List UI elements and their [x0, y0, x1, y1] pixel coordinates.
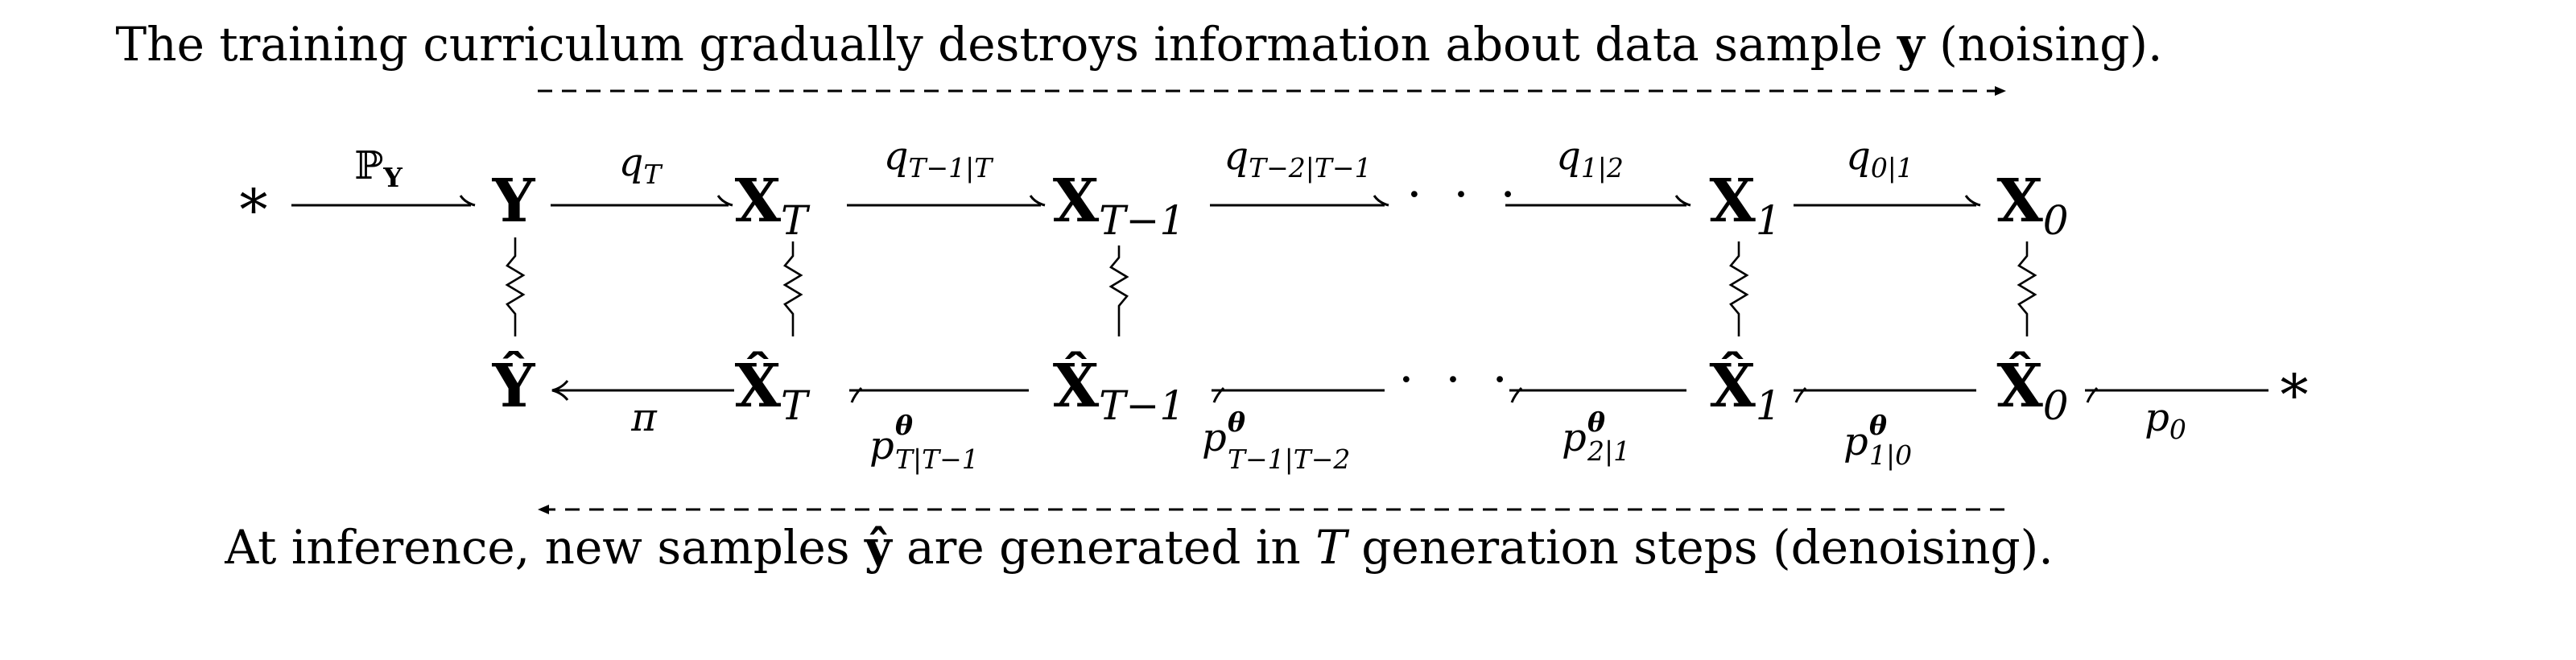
edge-label-q-T: qT	[619, 140, 664, 190]
svg-text:T|T−1: T|T−1	[895, 443, 979, 475]
start-star: *	[240, 177, 268, 243]
edge-label-p-2-1: p θ 2|1	[1562, 406, 1630, 467]
node-x-1: X1	[1709, 167, 1781, 244]
edge-label-p-T-T-1: p θ T|T−1	[869, 410, 979, 475]
edge-label-pi: π	[630, 395, 658, 440]
node-x-hat-0: X̂0	[1996, 351, 2068, 429]
svg-text:T−1|T−2: T−1|T−2	[1228, 443, 1350, 475]
svg-text:p: p	[1562, 415, 1587, 460]
edge-label-q-T-1-T: qT−1|T	[884, 134, 995, 184]
node-x-hat-T: X̂T	[735, 351, 811, 429]
svg-text:θ: θ	[1228, 406, 1245, 438]
vertical-squiggles	[505, 237, 2037, 336]
bottom-ellipsis: · · ·	[1398, 352, 1515, 408]
edge-label-P-Y: ℙY	[354, 143, 402, 193]
top-arrows	[291, 195, 1981, 207]
edge-label-p-0: p0	[2145, 395, 2186, 445]
edge-label-p-T-1-T-2: p θ T−1|T−2	[1202, 406, 1350, 475]
top-caption: The training curriculum gradually destro…	[116, 17, 2163, 72]
edge-label-q-1-2: q1|2	[1556, 134, 1624, 184]
edge-label-p-1-0: p θ 1|0	[1843, 410, 1912, 471]
node-x-hat-1: X̂1	[1709, 351, 1781, 429]
node-y-hat: Ŷ	[492, 350, 536, 421]
svg-text:θ: θ	[895, 410, 913, 441]
edge-label-q-0-1: q0|1	[1846, 134, 1913, 184]
svg-text:p: p	[1202, 415, 1227, 460]
svg-text:p: p	[869, 423, 894, 468]
edge-label-q-T-2-T-1: qT−2|T−1	[1224, 134, 1371, 184]
top-ellipsis: · · ·	[1406, 167, 1523, 223]
node-x-T: XT	[735, 167, 811, 244]
node-x-hat-T-minus-1: X̂T−1	[1053, 351, 1185, 429]
svg-text:2|1: 2|1	[1587, 435, 1630, 467]
svg-text:θ: θ	[1587, 406, 1605, 438]
end-star: *	[2281, 362, 2309, 428]
svg-text:1|0: 1|0	[1869, 439, 1912, 471]
bottom-caption: At inference, new samples ŷ are generate…	[224, 520, 2054, 575]
bottom-arrows	[551, 380, 2268, 403]
node-y: Y	[492, 167, 536, 236]
svg-text:θ: θ	[1869, 410, 1887, 441]
node-x-0: X0	[1996, 167, 2068, 244]
node-x-T-minus-1: XT−1	[1053, 167, 1185, 244]
svg-text:p: p	[1843, 419, 1868, 464]
